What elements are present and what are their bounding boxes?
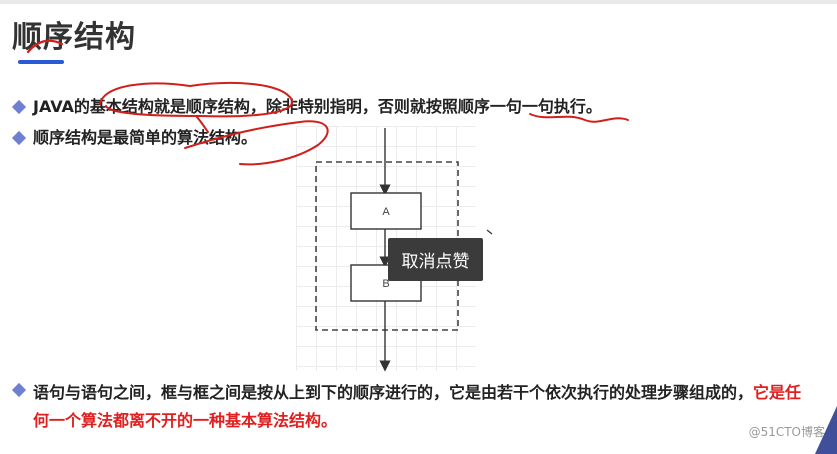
top-bar — [0, 0, 837, 4]
unlike-tooltip-button[interactable]: 取消点赞 — [388, 238, 483, 281]
title-underline — [18, 60, 64, 64]
box-b-label: B — [382, 278, 389, 290]
watermark-text: @51CTO博客 — [748, 425, 825, 439]
bullet-diamond-icon — [11, 382, 27, 398]
bullet-3: 语句与语句之间，框与框之间是按从上到下的顺序进行的，它是由若干个依次执行的处理步… — [11, 379, 814, 435]
bullet-3-highlight-text: 它是任何一个算法都离不开的一种基本算法结构。 — [33, 383, 802, 430]
box-a-label: A — [382, 206, 390, 218]
bullet-3-text: 语句与语句之间，框与框之间是按从上到下的顺序进行的，它是由若干个依次执行的处理步… — [33, 379, 814, 435]
process-box-a — [350, 192, 422, 230]
bullet-3-normal-text: 语句与语句之间，框与框之间是按从上到下的顺序进行的，它是由若干个依次执行的处理步… — [33, 383, 754, 402]
